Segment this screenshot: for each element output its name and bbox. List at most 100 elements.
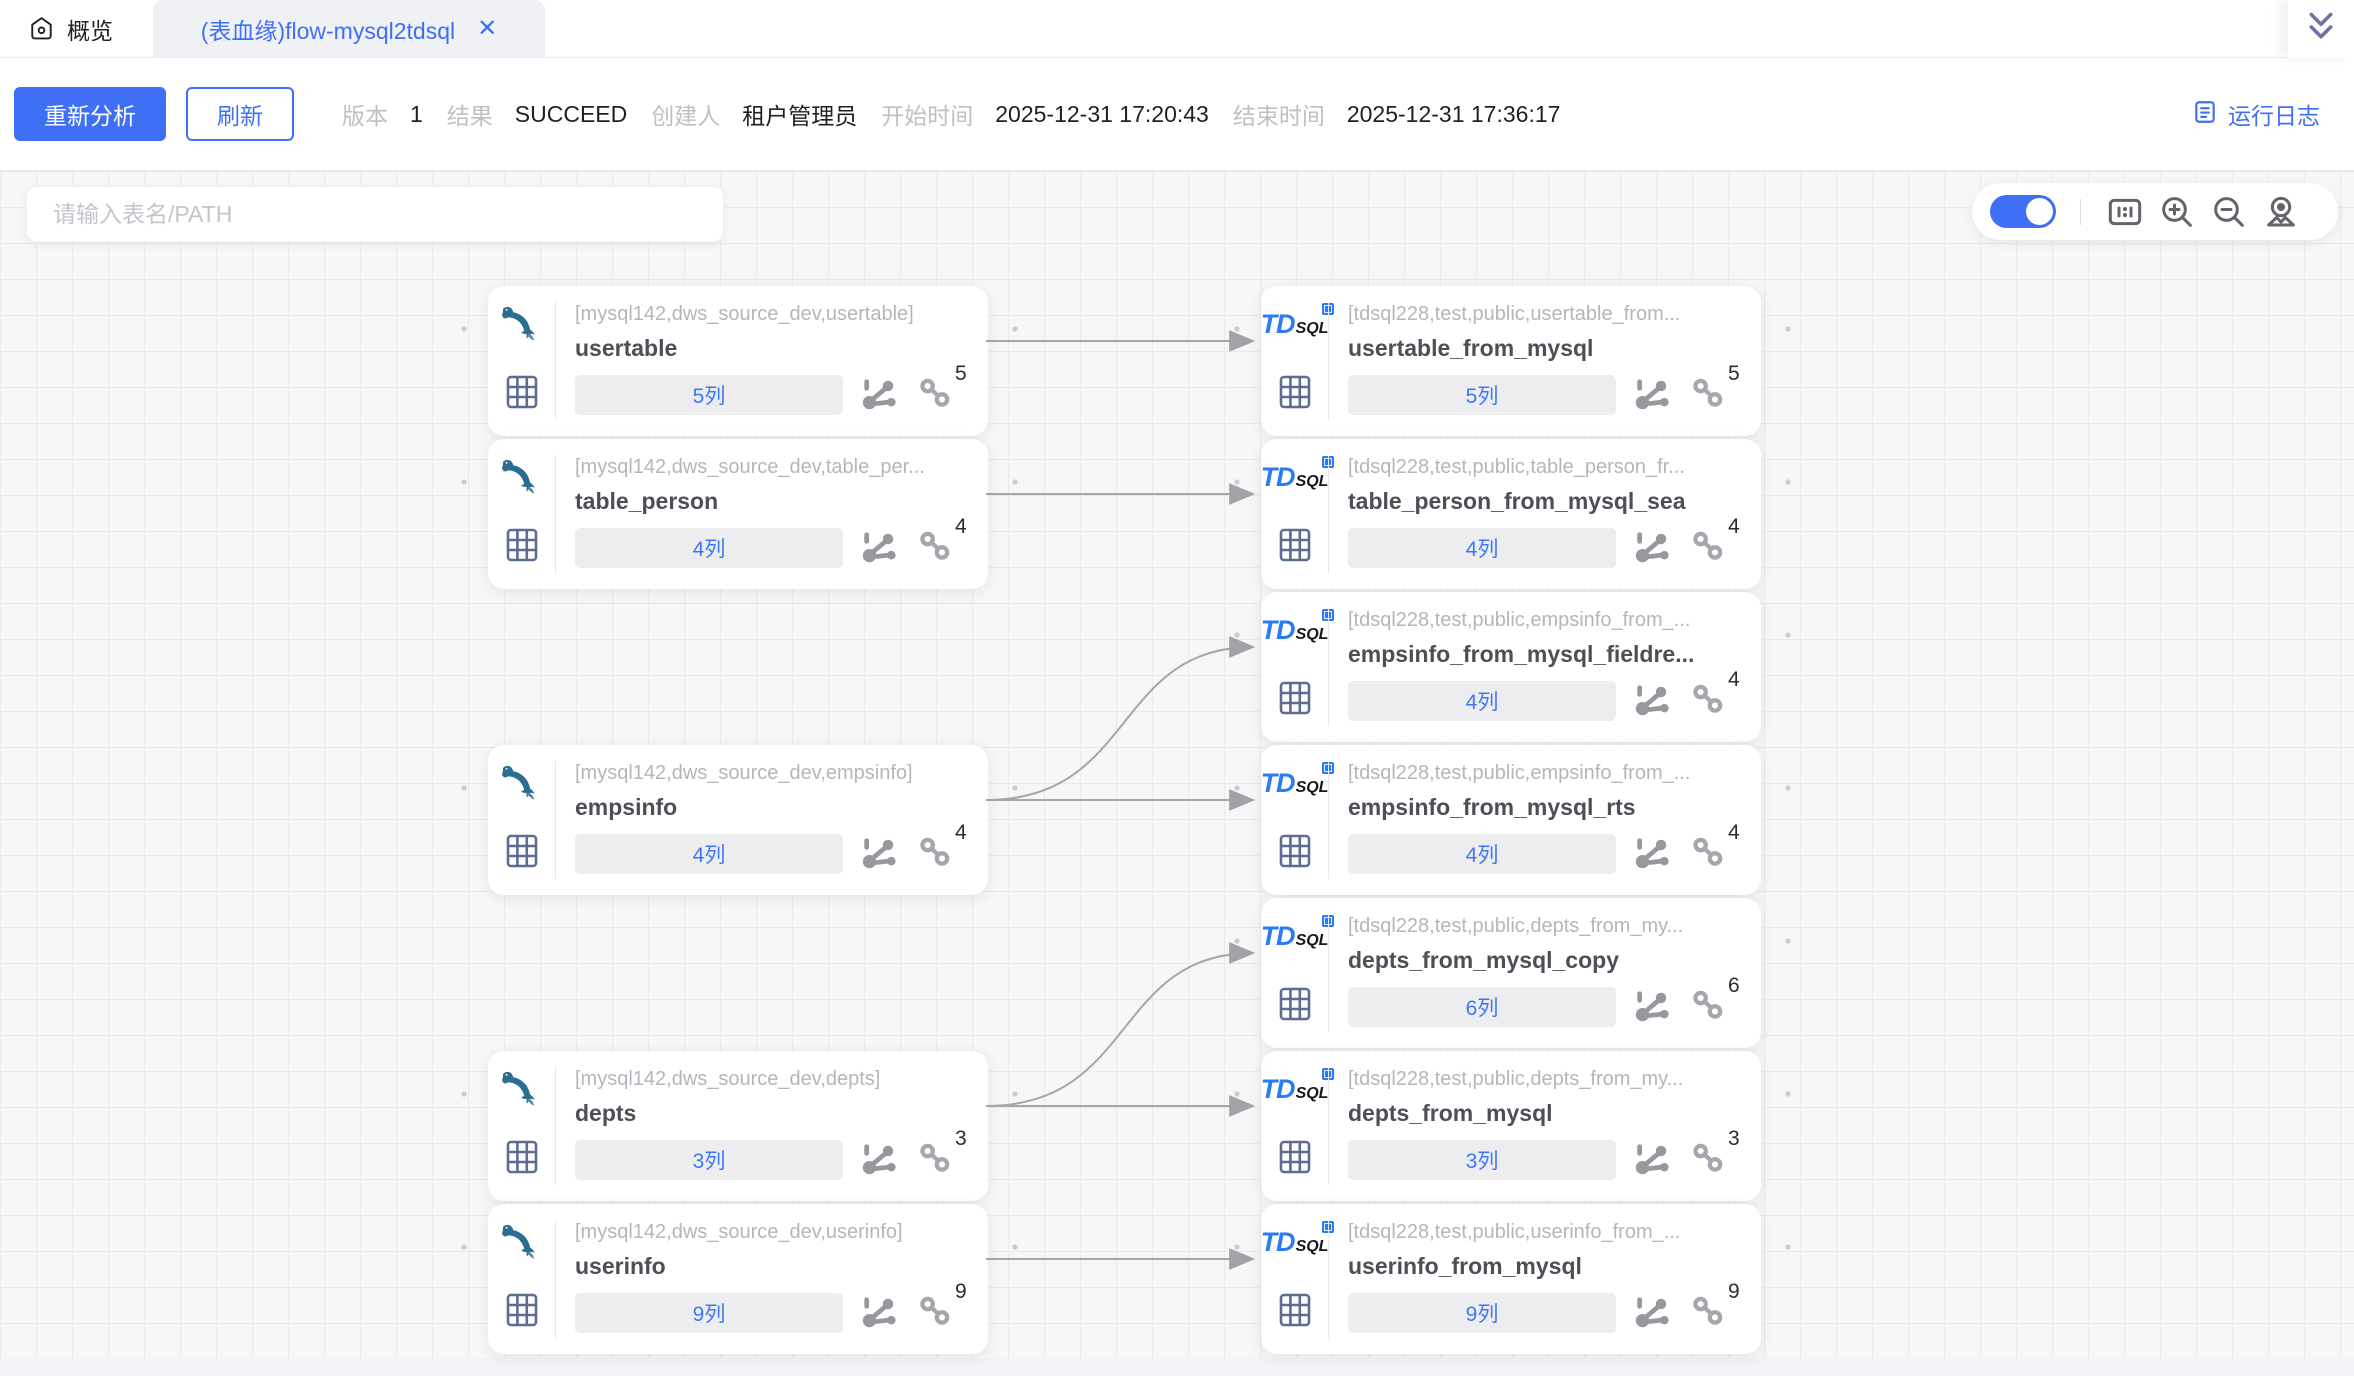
mysql-dolphin-icon — [499, 1221, 545, 1266]
lineage-branch-icon[interactable] — [1633, 835, 1671, 873]
table-grid-icon[interactable] — [1275, 525, 1315, 570]
node-meta: 9列 — [575, 1280, 974, 1334]
port-dot — [1785, 938, 1791, 944]
run-log-link[interactable]: 运行日志 — [2192, 97, 2320, 131]
column-links[interactable]: 9 — [1690, 1280, 1740, 1334]
zoom-out-icon[interactable] — [2207, 190, 2251, 234]
column-links[interactable]: 4 — [1690, 515, 1740, 569]
column-links[interactable]: 6 — [1690, 974, 1740, 1028]
node-title: table_person — [575, 488, 719, 514]
minimap-toggle[interactable] — [1990, 195, 2056, 228]
lineage-branch-icon[interactable] — [1633, 1294, 1671, 1332]
lineage-branch-icon[interactable] — [1633, 376, 1671, 414]
table-grid-icon[interactable] — [1275, 1137, 1315, 1182]
tab-close-icon[interactable]: ✕ — [477, 14, 498, 42]
lineage-branch-icon[interactable] — [1633, 988, 1671, 1026]
lineage-branch-icon[interactable] — [1633, 1141, 1671, 1179]
node-divider — [1328, 914, 1329, 1032]
columns-pill[interactable]: 3列 — [575, 1140, 843, 1180]
lineage-branch-icon[interactable] — [860, 529, 898, 567]
table-grid-icon[interactable] — [502, 372, 542, 417]
nav-overview[interactable]: 概览 — [0, 0, 139, 57]
table-grid-icon[interactable] — [1275, 372, 1315, 417]
table-grid-icon[interactable] — [502, 831, 542, 876]
tab-lineage-flow[interactable]: (表血缘)flow-mysql2tdsql ✕ — [153, 0, 545, 57]
collapse-panel-button[interactable] — [2288, 0, 2354, 58]
zoom-in-icon[interactable] — [2155, 190, 2199, 234]
columns-pill[interactable]: 9列 — [1348, 1293, 1616, 1333]
port-dot — [1785, 326, 1791, 332]
column-links[interactable]: 3 — [1690, 1127, 1740, 1181]
table-grid-icon[interactable] — [502, 1290, 542, 1335]
mysql-dolphin-icon — [499, 456, 545, 501]
columns-pill[interactable]: 6列 — [1348, 987, 1616, 1027]
columns-pill[interactable]: 4列 — [575, 834, 843, 874]
link-chain-icon — [917, 1139, 954, 1181]
mysql-dolphin-icon — [499, 1068, 545, 1113]
fit-one-to-one-icon[interactable] — [2103, 190, 2147, 234]
column-links[interactable]: 4 — [917, 821, 967, 875]
column-links[interactable]: 5 — [917, 362, 967, 416]
columns-pill[interactable]: 5列 — [1348, 375, 1616, 415]
creator-value: 租户管理员 — [742, 103, 858, 129]
table-grid-icon[interactable] — [1275, 678, 1315, 723]
mysql-dolphin-icon — [499, 762, 545, 807]
column-links[interactable]: 4 — [1690, 668, 1740, 722]
column-links[interactable]: 9 — [917, 1280, 967, 1334]
lineage-branch-icon[interactable] — [860, 1141, 898, 1179]
link-chain-icon — [1690, 527, 1727, 569]
refresh-button[interactable]: 刷新 — [186, 87, 294, 141]
locate-icon[interactable] — [2259, 190, 2303, 234]
columns-pill[interactable]: 4列 — [1348, 528, 1616, 568]
port-dot — [1012, 479, 1018, 485]
table-grid-icon[interactable] — [1275, 984, 1315, 1029]
table-grid-icon[interactable] — [1275, 1290, 1315, 1335]
reanalyze-button[interactable]: 重新分析 — [14, 87, 166, 141]
table-grid-icon[interactable] — [1275, 831, 1315, 876]
columns-pill[interactable]: 4列 — [575, 528, 843, 568]
node-meta: 4列 — [575, 821, 974, 875]
column-links[interactable]: 4 — [1690, 821, 1740, 875]
node-path: [tdsql228,test,public,usertable_from... — [1348, 303, 1681, 325]
column-links[interactable]: 5 — [1690, 362, 1740, 416]
columns-pill[interactable]: 5列 — [575, 375, 843, 415]
table-search-input[interactable] — [26, 186, 724, 242]
columns-pill[interactable]: 9列 — [575, 1293, 843, 1333]
port-dot — [1234, 938, 1240, 944]
port-dot — [1785, 785, 1791, 791]
node-path: [tdsql228,test,public,depts_from_my... — [1348, 1068, 1684, 1090]
link-count: 9 — [1728, 1280, 1740, 1303]
table-grid-icon[interactable] — [502, 525, 542, 570]
port-dot — [1234, 785, 1240, 791]
link-count: 4 — [1728, 821, 1740, 844]
columns-pill[interactable]: 4列 — [1348, 834, 1616, 874]
lineage-branch-icon[interactable] — [860, 1294, 898, 1332]
lineage-branch-icon[interactable] — [860, 376, 898, 414]
column-links[interactable]: 3 — [917, 1127, 967, 1181]
link-chain-icon — [917, 833, 954, 875]
columns-pill[interactable]: 3列 — [1348, 1140, 1616, 1180]
lineage-branch-icon[interactable] — [860, 835, 898, 873]
columns-pill[interactable]: 4列 — [1348, 681, 1616, 721]
lineage-branch-icon[interactable] — [1633, 529, 1671, 567]
lineage-branch-icon[interactable] — [1633, 682, 1671, 720]
node-title: usertable_from_mysql — [1348, 335, 1594, 361]
table-grid-icon[interactable] — [502, 1137, 542, 1182]
column-links[interactable]: 4 — [917, 515, 967, 569]
